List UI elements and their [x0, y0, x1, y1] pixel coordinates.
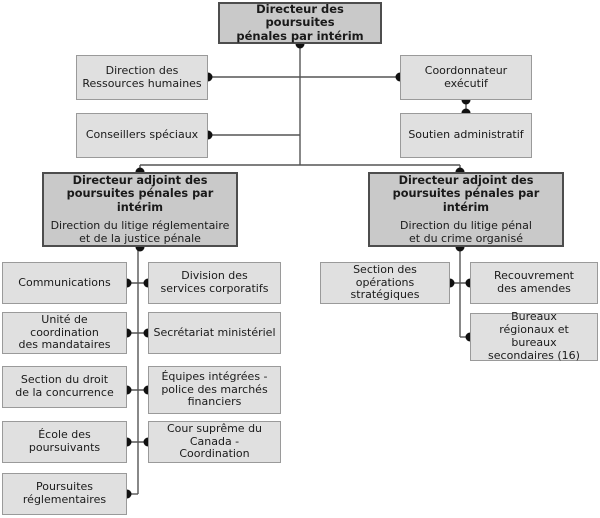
- node-label-line2: pénales par intérim: [236, 28, 364, 43]
- node-label-line1: Recouvrement: [494, 269, 574, 283]
- node-unite-de-coordination-des-mandataires[interactable]: Unité de coordination des mandataires: [2, 312, 127, 354]
- node-label-line2: stratégiques: [350, 288, 420, 302]
- node-label-line1: Section des opérations: [353, 262, 417, 289]
- node-label-line2: Canada - Coordination: [179, 434, 250, 461]
- node-label-line1: Direction des: [105, 63, 179, 77]
- node-label-line1: Division des: [181, 269, 248, 283]
- node-cour-supreme-du-canada-coordination[interactable]: Cour suprême du Canada - Coordination: [148, 421, 281, 463]
- node-poursuites-reglementaires[interactable]: Poursuites réglementaires: [2, 473, 127, 515]
- node-label-line2: des mandataires: [18, 338, 111, 352]
- node-subtitle-line1: Direction du litige réglementaire: [50, 219, 230, 233]
- node-bureaux-regionaux-et-bureaux-secondaires[interactable]: Bureaux régionaux et bureaux secondaires…: [470, 310, 598, 362]
- node-label-line1: Unité de coordination: [30, 312, 99, 339]
- node-title-line2: poursuites pénales par intérim: [66, 187, 214, 214]
- node-label-line2: de la concurrence: [15, 386, 114, 399]
- node-label-line1: Section du droit: [20, 373, 109, 387]
- node-conseillers-speciaux[interactable]: Conseillers spéciaux: [76, 113, 208, 158]
- node-label-line2: police des marchés: [161, 382, 268, 396]
- node-recouvrement-des-amendes[interactable]: Recouvrement des amendes: [470, 262, 598, 304]
- node-ecole-des-poursuivants[interactable]: École des poursuivants: [2, 421, 127, 463]
- node-directeur-adjoint-litige-reglementaire[interactable]: Directeur adjoint des poursuites pénales…: [42, 172, 238, 247]
- node-label-line1: Soutien administratif: [408, 128, 524, 142]
- node-title-line1: Directeur adjoint des: [72, 173, 208, 187]
- node-label-line2: poursuivants: [28, 441, 101, 454]
- node-subtitle-line1: Direction du litige pénal: [400, 219, 532, 233]
- node-label-line2: réglementaires: [22, 493, 107, 506]
- node-subtitle-line2: et de la justice pénale: [79, 232, 201, 246]
- node-label-line3: financiers: [187, 395, 242, 409]
- node-secretariat-ministeriel[interactable]: Secrétariat ministériel: [148, 312, 281, 354]
- node-soutien-administratif[interactable]: Soutien administratif: [400, 113, 532, 158]
- node-label-line2: services corporatifs: [160, 282, 269, 295]
- node-label-line3: secondaires (16): [488, 348, 580, 362]
- node-label-line2: exécutif: [444, 76, 488, 90]
- node-label-line1: Communications: [18, 275, 111, 289]
- node-section-du-droit-de-la-concurrence[interactable]: Section du droit de la concurrence: [2, 366, 127, 408]
- node-label-line2: Ressources humaines: [82, 76, 202, 90]
- node-label-line1: École des: [38, 428, 91, 442]
- node-section-des-operations-strategiques[interactable]: Section des opérations stratégiques: [320, 262, 450, 304]
- node-label-line1: Conseillers spéciaux: [85, 128, 199, 142]
- node-coordonnateur-executif[interactable]: Coordonnateur exécutif: [400, 55, 532, 100]
- node-label-line1: Poursuites: [35, 480, 94, 494]
- node-subtitle-line2: et du crime organisé: [409, 232, 523, 246]
- node-label-line1: Coordonnateur: [424, 63, 508, 77]
- node-title-line1: Directeur adjoint des: [398, 173, 534, 187]
- node-communications[interactable]: Communications: [2, 262, 127, 304]
- node-label-line1: Bureaux: [511, 310, 557, 324]
- node-label-line2: régionaux et bureaux: [499, 323, 569, 349]
- node-title-line2: poursuites pénales par intérim: [392, 187, 540, 214]
- node-directeur-adjoint-litige-penal[interactable]: Directeur adjoint des poursuites pénales…: [368, 172, 564, 247]
- node-label-line1: Équipes intégrées -: [161, 369, 268, 383]
- node-label-line1: Secrétariat ministériel: [153, 325, 276, 339]
- node-division-des-services-corporatifs[interactable]: Division des services corporatifs: [148, 262, 281, 304]
- node-label-line2: des amendes: [497, 282, 571, 295]
- node-direction-des-ressources-humaines[interactable]: Direction des Ressources humaines: [76, 55, 208, 100]
- node-equipes-integrees-police-des-marches-financiers[interactable]: Équipes intégrées - police des marchés f…: [148, 366, 281, 414]
- node-label-line1: Cour suprême du: [166, 421, 263, 435]
- node-directeur-des-poursuites-penales[interactable]: Directeur des poursuites pénales par int…: [218, 2, 382, 44]
- node-label-line1: Directeur des poursuites: [256, 1, 344, 30]
